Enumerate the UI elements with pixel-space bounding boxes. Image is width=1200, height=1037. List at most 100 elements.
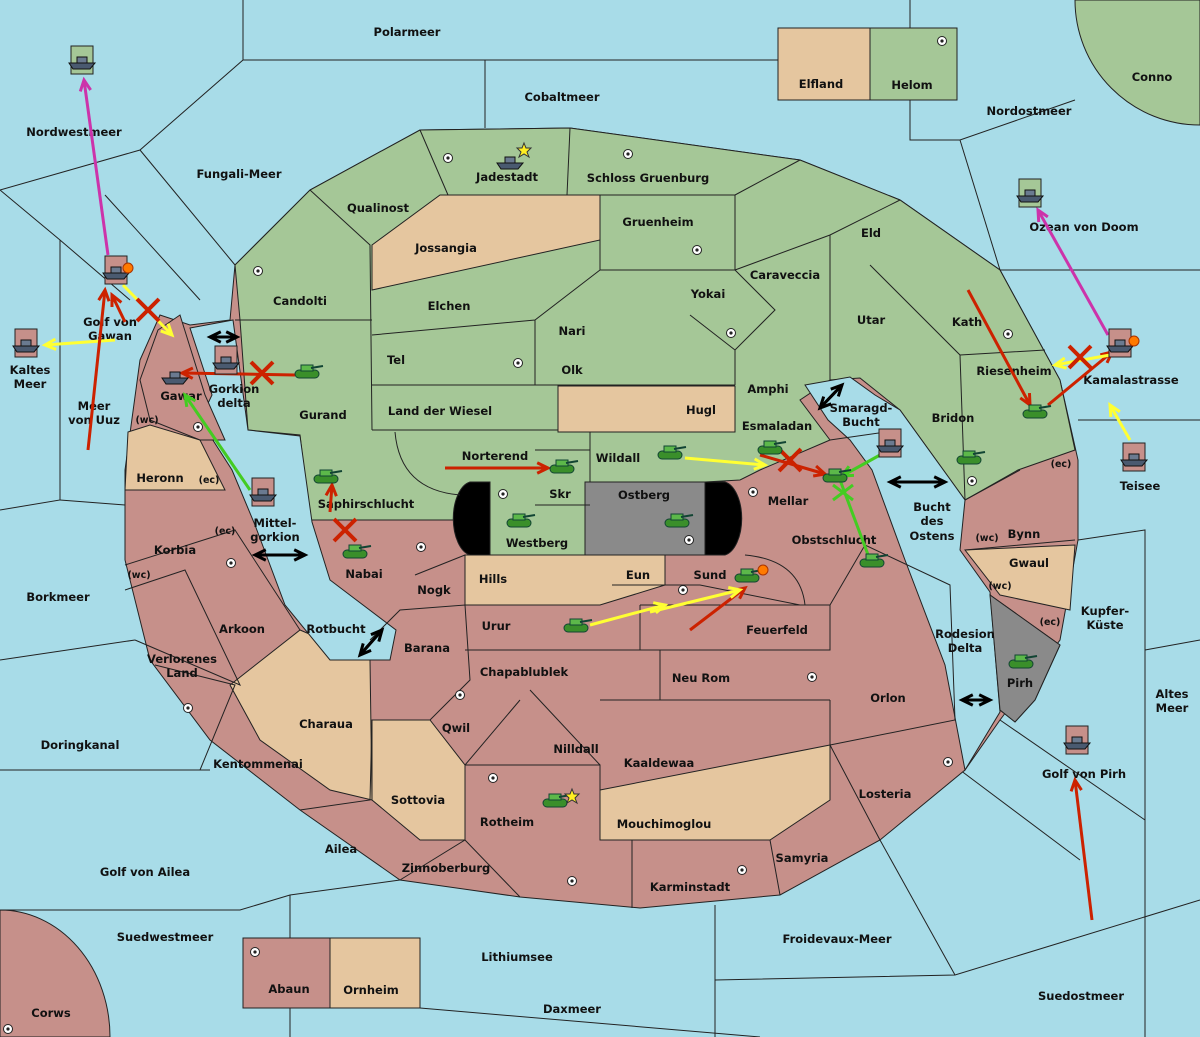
tank-gun <box>838 469 852 473</box>
support-arrow-head <box>727 586 744 599</box>
supply-center-dot <box>186 706 190 710</box>
supply-center-dot <box>695 248 699 252</box>
label-chapablublek: Chapablublek <box>480 665 569 679</box>
label-kath: Kath <box>952 315 982 329</box>
label-gawar-wc: (wc) <box>135 415 158 426</box>
label-rodesion-1: Rodesion <box>935 627 995 641</box>
label-charaua: Charaua <box>299 717 353 731</box>
ship-icon <box>102 272 131 280</box>
supply-center-dot <box>458 693 462 697</box>
ship-icon <box>1063 742 1092 750</box>
coast-connection-icon-head <box>817 396 832 411</box>
label-candolti: Candolti <box>273 294 327 308</box>
coast-connection-icon <box>358 629 384 656</box>
label-samyria: Samyria <box>776 851 829 865</box>
label-feuerfeld: Feuerfeld <box>746 623 808 637</box>
label-helom: Helom <box>891 78 932 92</box>
label-yokai: Yokai <box>690 287 726 301</box>
label-westberg: Westberg <box>506 536 568 550</box>
label-urur: Urur <box>482 619 511 633</box>
ship-icon <box>1106 345 1135 353</box>
supply-center-dot <box>491 776 495 780</box>
label-qwil: Qwil <box>442 721 470 735</box>
label-mittel-2: gorkion <box>250 530 299 544</box>
label-heronn: Heronn <box>136 471 183 485</box>
label-fungali: Fungali-Meer <box>196 167 281 181</box>
label-smaragd-2: Bucht <box>842 415 880 429</box>
inner-sea-east <box>804 376 1001 772</box>
tank-gun <box>310 365 324 369</box>
attack-arrow <box>328 484 334 513</box>
supply-center-dot <box>946 760 950 764</box>
label-gwaul: Gwaul <box>1009 556 1049 570</box>
move-order-arrow <box>1036 209 1110 336</box>
label-nogk: Nogk <box>417 583 451 597</box>
tank-gun <box>522 514 536 518</box>
label-hugl: Hugl <box>686 403 716 417</box>
support-arrow-head <box>160 323 175 338</box>
coast-connection-icon-head <box>886 475 902 489</box>
supply-center-dot <box>1006 332 1010 336</box>
label-nabai: Nabai <box>345 567 382 581</box>
supply-center-dot <box>687 538 691 542</box>
label-gwaul-wc: (wc) <box>988 581 1011 592</box>
attack-arrow-head <box>536 461 552 475</box>
ship-bridge <box>1128 453 1140 461</box>
supply-center-dot <box>446 156 450 160</box>
label-caraveccia: Caraveccia <box>750 268 820 282</box>
ship-bridge <box>257 488 269 496</box>
label-bucht-3: Ostens <box>910 529 955 543</box>
explosion-icon <box>1128 335 1140 347</box>
label-nari: Nari <box>559 324 586 338</box>
star-icon <box>515 141 533 159</box>
label-verlorenes-2: Land <box>166 666 198 680</box>
supply-center-dot <box>751 490 755 494</box>
label-uuz-2: von Uuz <box>68 413 120 427</box>
attack-arrow-head <box>324 481 338 497</box>
label-gorkion-2: delta <box>217 396 250 410</box>
supply-center-dot <box>229 561 233 565</box>
ship-bridge <box>220 356 232 364</box>
ship-icon <box>212 362 241 370</box>
label-golf-ailea: Golf von Ailea <box>100 865 190 879</box>
label-jossangia: Jossangia <box>414 241 477 255</box>
label-tel: Tel <box>387 353 405 367</box>
label-wiesel: Land der Wiesel <box>388 404 492 418</box>
label-abaun: Abaun <box>268 982 309 996</box>
support-arrow <box>1108 404 1132 441</box>
label-suedostmeer: Suedostmeer <box>1038 989 1124 1003</box>
label-ornheim: Ornheim <box>343 983 399 997</box>
label-kaaldewaa: Kaaldewaa <box>624 756 695 770</box>
supply-center-dot <box>501 492 505 496</box>
move-order-arrow-head <box>1036 206 1049 223</box>
label-kamalastrasse: Kamalastrasse <box>1083 373 1179 387</box>
label-qualinost: Qualinost <box>347 201 410 215</box>
ship-bridge <box>1071 736 1083 744</box>
label-wildall: Wildall <box>596 451 640 465</box>
explosion-icon <box>122 262 134 274</box>
support-arrow-head <box>1108 402 1121 418</box>
label-rodesion-2: Delta <box>948 641 983 655</box>
label-korbia-wc: (wc) <box>127 570 150 581</box>
tank-gun <box>358 545 372 549</box>
supply-center-dot <box>626 152 630 156</box>
support-arrow-head <box>753 457 769 471</box>
supply-center-dot <box>570 879 574 883</box>
supply-center-dot <box>253 950 257 954</box>
support-arrow <box>44 338 116 347</box>
x-mark-icon <box>1067 344 1093 370</box>
label-ailea: Ailea <box>325 842 357 856</box>
label-suedwestmeer: Suedwestmeer <box>117 930 214 944</box>
label-pirh: Pirh <box>1007 676 1033 690</box>
label-gwaul-ec: (ec) <box>1040 617 1061 628</box>
label-korbia-ec: (ec) <box>215 526 236 537</box>
ship-icon <box>1120 459 1149 467</box>
attack-arrow <box>110 294 127 323</box>
label-eun: Eun <box>626 568 650 582</box>
attack-arrow <box>86 289 107 451</box>
label-bynn-ec: (ec) <box>1051 459 1072 470</box>
supply-center-dot <box>6 1027 10 1031</box>
attack-arrow-head <box>1069 776 1083 792</box>
